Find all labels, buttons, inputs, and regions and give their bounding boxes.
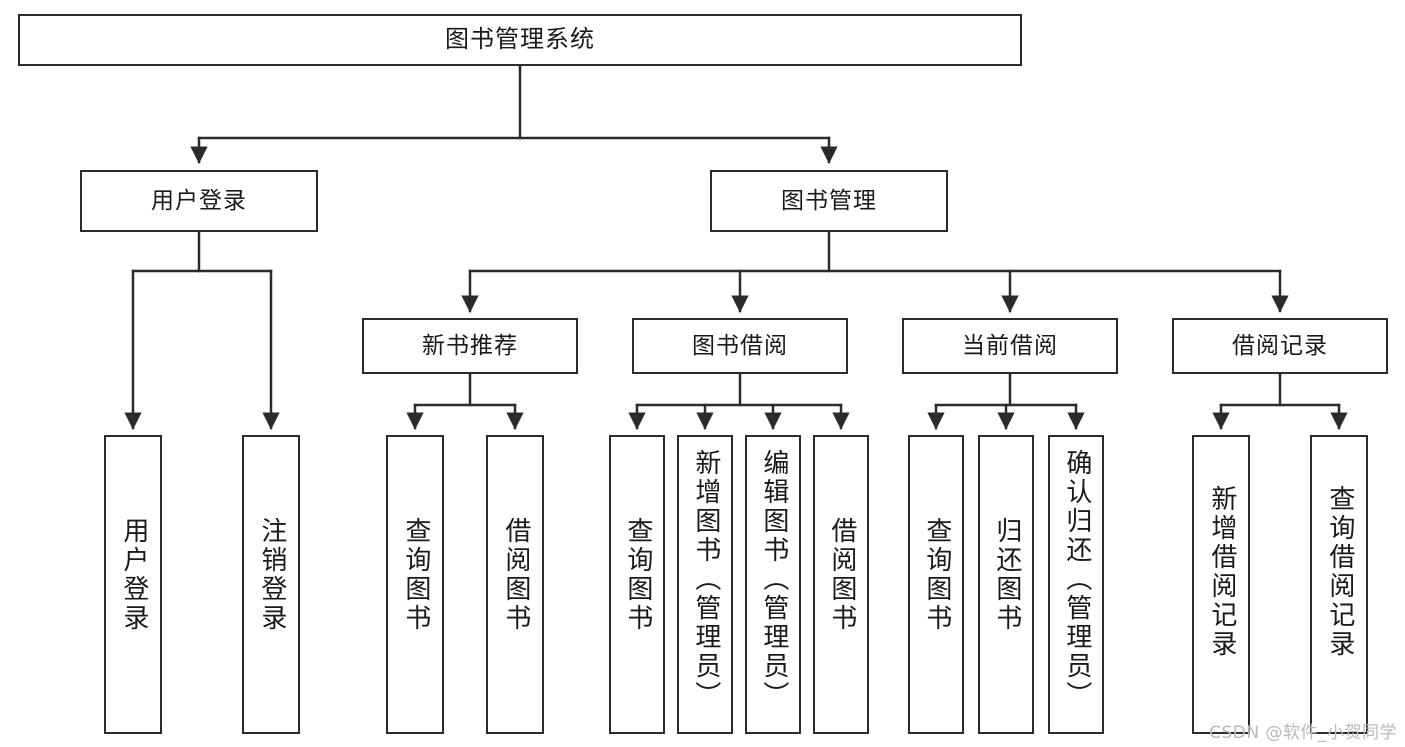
node-root[interactable]: 图书管理系统 [18,14,1022,66]
node-root-label: 图书管理系统 [445,25,595,54]
node-leaf-edit-book-label: 编辑图书（管理员） [758,449,789,710]
node-leaf-borrow-book-2[interactable]: 借阅图书 [813,435,869,734]
node-leaf-return-book[interactable]: 归还图书 [978,435,1034,734]
node-leaf-add-record[interactable]: 新增借阅记录 [1192,435,1250,734]
node-new-book-recommend[interactable]: 新书推荐 [362,318,578,374]
node-user-login[interactable]: 用户登录 [80,170,318,232]
node-borrow-record-label: 借阅记录 [1232,332,1328,359]
node-book-manage[interactable]: 图书管理 [710,170,948,232]
node-current-borrow[interactable]: 当前借阅 [902,318,1118,374]
node-book-borrow-label: 图书借阅 [692,332,788,359]
node-leaf-query-book-1-label: 查询图书 [400,517,431,633]
node-leaf-user-login-label: 用户登录 [118,517,149,633]
node-leaf-query-record[interactable]: 查询借阅记录 [1310,435,1368,734]
node-leaf-query-book-2-label: 查询图书 [622,517,653,633]
node-leaf-logout-label: 注销登录 [256,517,287,633]
node-leaf-query-book-3-label: 查询图书 [921,517,952,633]
node-book-borrow[interactable]: 图书借阅 [632,318,848,374]
node-leaf-confirm-return[interactable]: 确认归还（管理员） [1048,435,1104,734]
node-leaf-confirm-return-label: 确认归还（管理员） [1061,449,1092,710]
node-leaf-return-book-label: 归还图书 [991,517,1022,633]
node-book-manage-label: 图书管理 [781,187,877,214]
node-new-book-recommend-label: 新书推荐 [422,332,518,359]
node-leaf-borrow-book-2-label: 借阅图书 [826,517,857,633]
node-leaf-edit-book[interactable]: 编辑图书（管理员） [745,435,801,734]
node-leaf-borrow-book-1-label: 借阅图书 [500,517,531,633]
node-leaf-add-book[interactable]: 新增图书（管理员） [677,435,733,734]
node-leaf-query-book-1[interactable]: 查询图书 [386,435,444,734]
node-leaf-add-record-label: 新增借阅记录 [1206,485,1237,659]
node-leaf-query-record-label: 查询借阅记录 [1324,485,1355,659]
node-borrow-record[interactable]: 借阅记录 [1172,318,1388,374]
node-leaf-user-login[interactable]: 用户登录 [104,435,162,734]
node-user-login-label: 用户登录 [151,187,247,214]
node-leaf-query-book-3[interactable]: 查询图书 [908,435,964,734]
node-leaf-borrow-book-1[interactable]: 借阅图书 [486,435,544,734]
node-current-borrow-label: 当前借阅 [962,332,1058,359]
csdn-watermark: CSDN @软件_小贺同学 [1209,723,1397,743]
node-leaf-logout[interactable]: 注销登录 [242,435,300,734]
node-leaf-query-book-2[interactable]: 查询图书 [609,435,665,734]
node-leaf-add-book-label: 新增图书（管理员） [690,449,721,710]
